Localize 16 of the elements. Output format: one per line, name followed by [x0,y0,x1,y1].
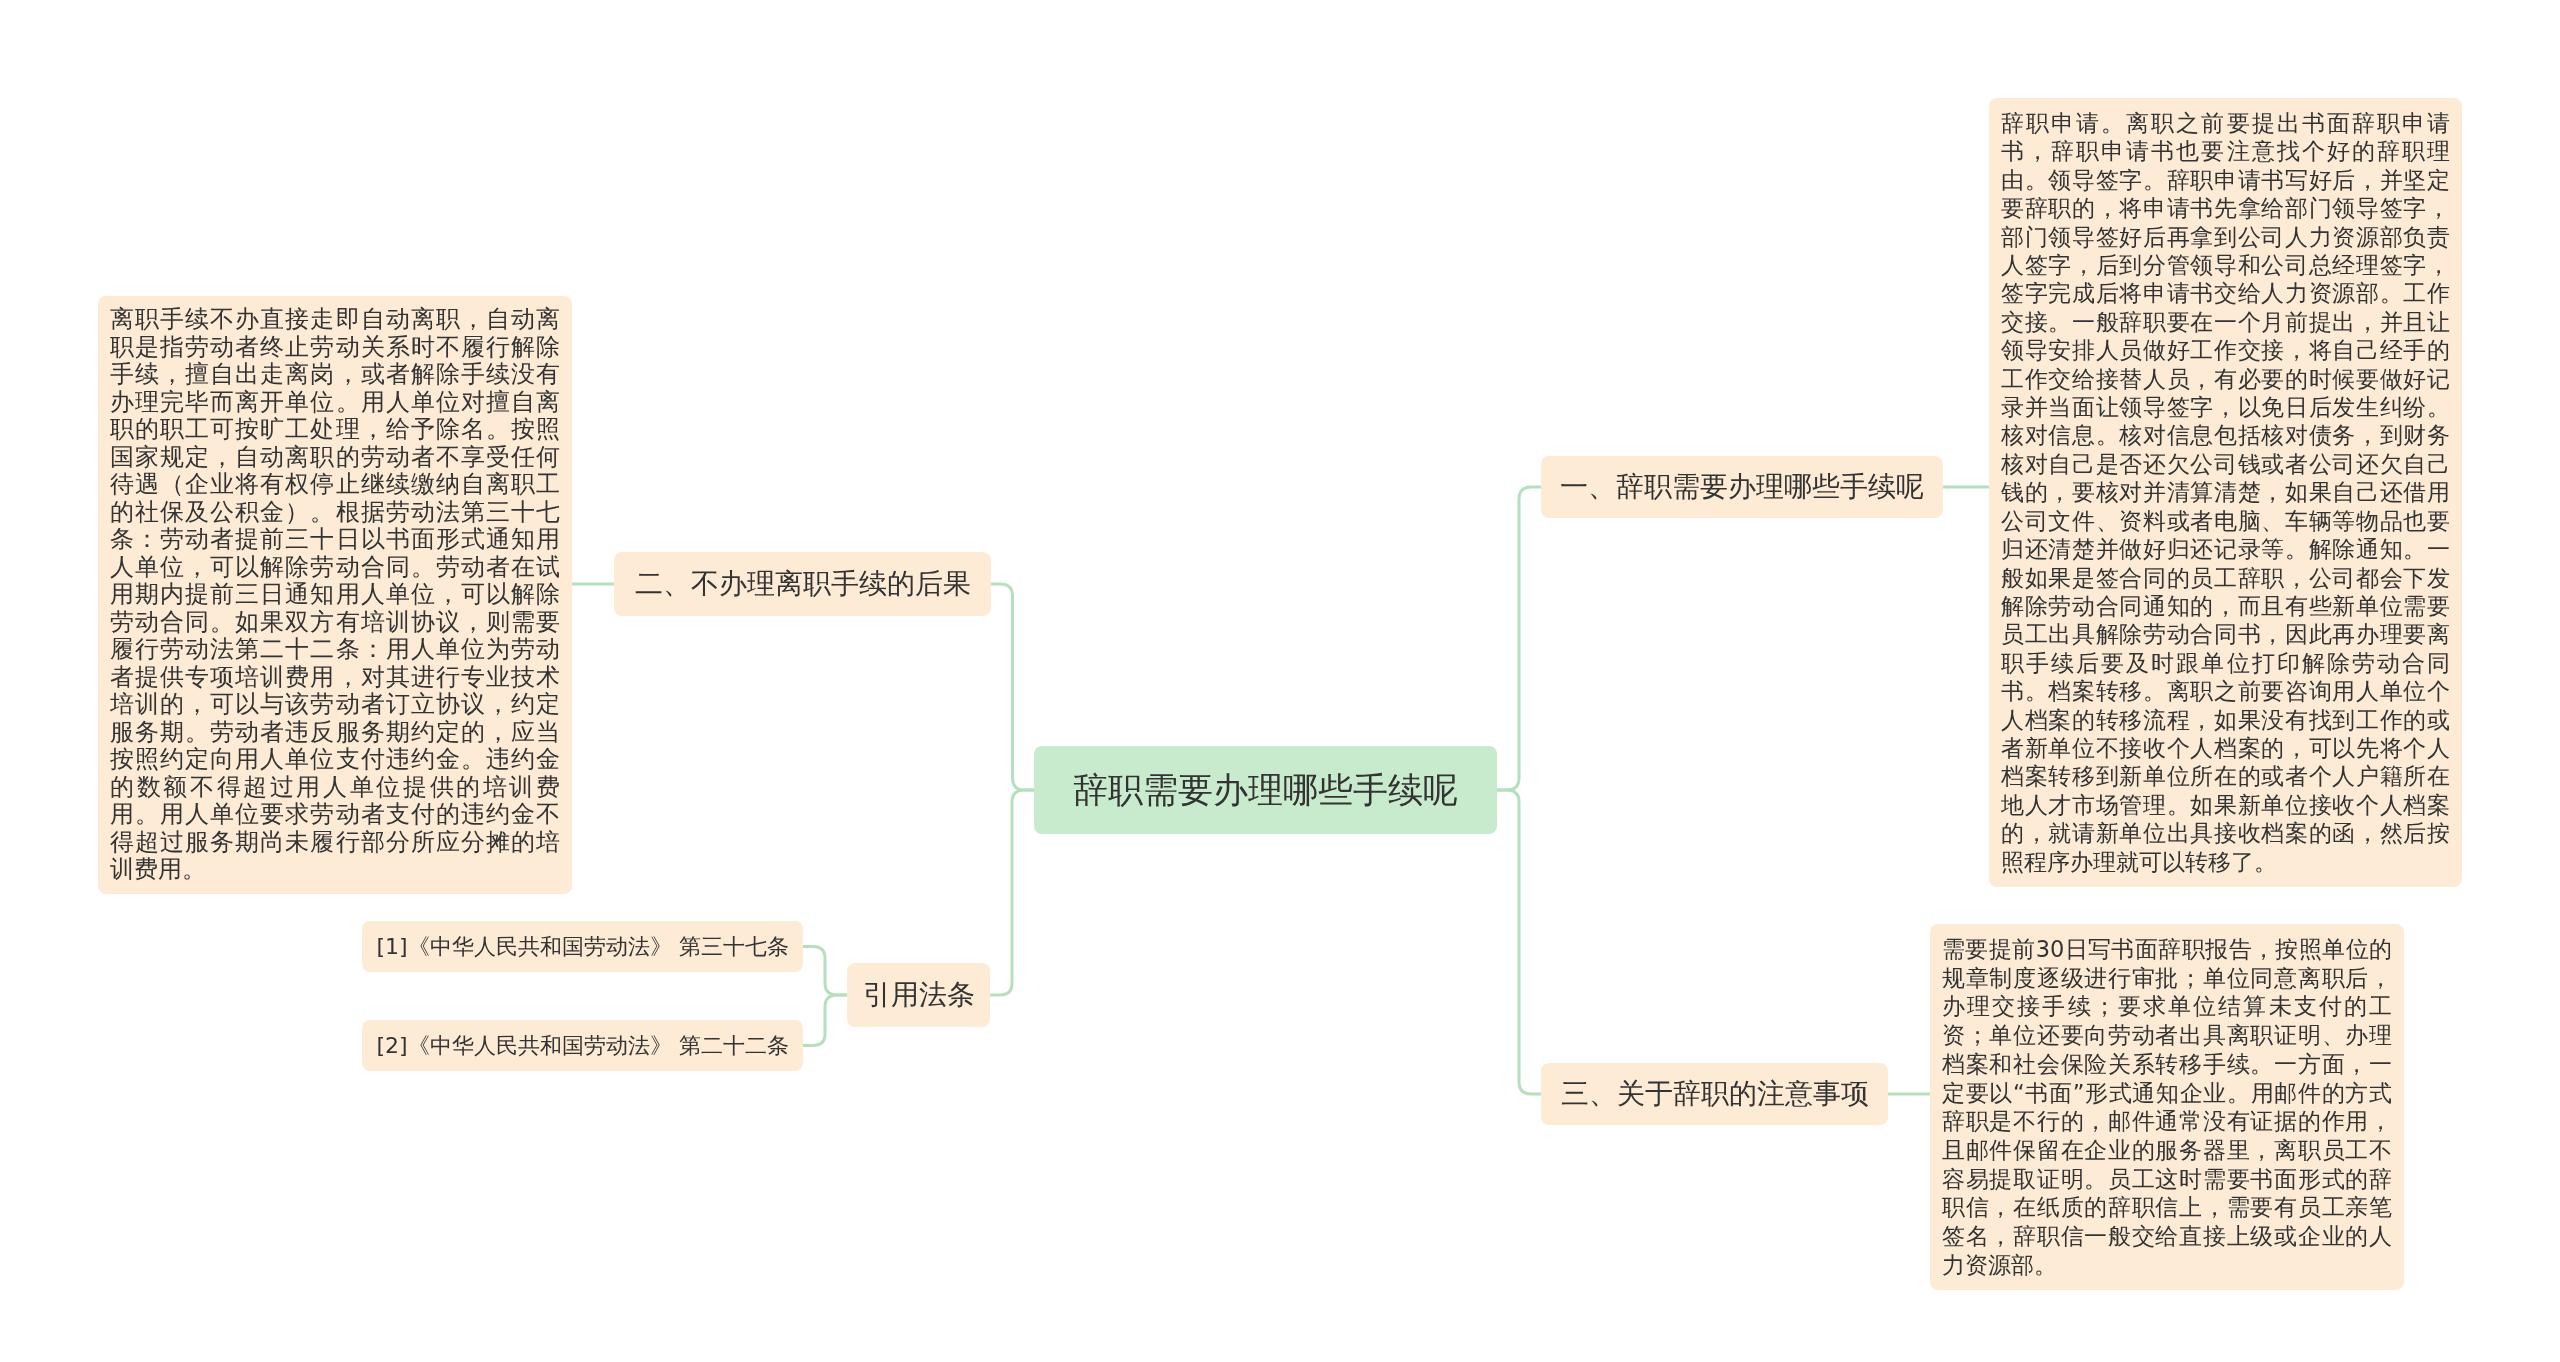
topic-box: 二、不办理离职手续的后果 [614,552,991,616]
note-box: 辞职申请。离职之前要提出书面辞职申请书，辞职申请书也要注意找个好的辞职理由。领导签字。辞职申请书写好后，并坚定要辞职的，将申请书先拿给部门领导签字，部门领导签好后再拿到公司人力资源部负责人签字，后到分管领导和公司总经理签字，签字完成后将申请书交给人力资源部。工作交接。一般辞职要在一个月前提出，并且让领导安排人员做好工作交接，将自己经手的工作交给接替人员，有必要的时候要做好记录并当面让领导签字，以免日后发生纠纷。核对信息。核对信息包括核对债务，到财务核对自己是否还欠公司钱或者公司还欠自己钱的，要核对并清算清楚，如果自己还借用公司文件、资料或者电脑、车辆等物品也要归还清楚并做好归还记录等。解除通知。一般如果是签合同的员工辞职，公司都会下发解除劳动合同通知的，而且有些新单位需要员工出具解除劳动合同书，因此再办理要离职手续后要及时跟单位打印解除劳动合同书。档案转移。离职之前要咨询用人单位个人档案的转移流程，如果没有找到工作的或者新单位不接收个人档案的，可以先将个人档案转移到新单位所在的或者个人户籍所在地人才市场管理。如果新单位接收个人档案的，就请新单位出具接收档案的函，然后按照程序办理就可以转移了。 [1989,98,2462,887]
reference-box: [2]《中华人民共和国劳动法》 第二十二条 [362,1020,803,1071]
topic-box: 引用法条 [847,963,990,1027]
note-box: 离职手续不办直接走即自动离职，自动离职是指劳动者终止劳动关系时不履行解除手续，擅自出走离岗，或者解除手续没有办理完毕而离开单位。用人单位对擅自离职的职工可按旷工处理，给予除名。按照国家规定，自动离职的劳动者不享受任何待遇（企业将有权停止继续缴纳自离职工的社保及公积金）。根据劳动法第三十七条：劳动者提前三十日以书面形式通知用人单位，可以解除劳动合同。劳动者在试用期内提前三日通知用人单位，可以解除劳动合同。如果双方有培训协议，则需要履行劳动法第二十二条：用人单位为劳动者提供专项培训费用，对其进行专业技术培训的，可以与该劳动者订立协议，约定服务期。劳动者违反服务期约定的，应当按照约定向用人单位支付违约金。违约金的数额不得超过用人单位提供的培训费用。用人单位要求劳动者支付的违约金不得超过服务期尚未履行部分所应分摊的培训费用。 [98,296,572,894]
connector-line [1943,485,1989,489]
topic-box: 一、辞职需要办理哪些手续呢 [1541,456,1943,518]
connector-line [1888,1092,1930,1096]
note-box: 需要提前30日写书面辞职报告，按照单位的规章制度逐级进行审批；单位同意离职后，办理交接手续；要求单位结算未支付的工资；单位还要向劳动者出具离职证明、办理档案和社会保险关系转移手续。一方面，一定要以“书面”形式通知企业。用邮件的方式辞职是不行的，邮件通常没有证据的作用，且邮件保留在企业的服务器里，离职员工不容易提取证明。员工这时需要书面形式的辞职信，在纸质的辞职信上，需要有员工亲笔签名，辞职信一般交给直接上级或企业的人力资源部。 [1930,924,2404,1291]
central-topic-box: 辞职需要办理哪些手续呢 [1034,746,1497,834]
connector-line [1497,788,1541,1096]
reference-box: [1]《中华人民共和国劳动法》 第三十七条 [362,921,803,972]
connector-line [803,993,847,1047]
topic-box: 三、关于辞职的注意事项 [1541,1063,1888,1125]
connector-line [990,788,1034,997]
connector-line [572,582,614,586]
